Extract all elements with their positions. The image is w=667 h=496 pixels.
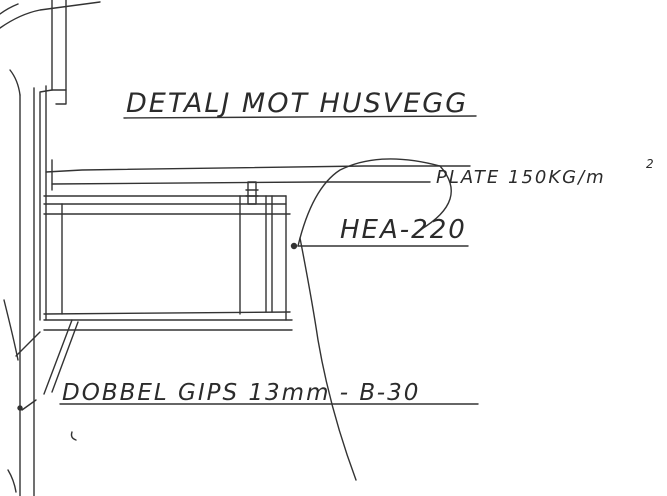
house-wall	[3, 69, 35, 496]
drawing-title: DETALJ MOT HUSVEGG	[126, 88, 468, 119]
bolt	[245, 181, 259, 205]
plate-load-label: 150KG/m	[508, 167, 606, 188]
plate-load-exponent: 2	[646, 157, 656, 171]
wall-post	[0, 0, 101, 321]
bracing	[15, 319, 79, 395]
lining-label: DOBBEL GIPS 13mm - B-30	[62, 380, 420, 406]
beam-label: HEA-220	[340, 215, 467, 245]
slab	[45, 159, 471, 191]
plate-label: PLATE	[436, 167, 500, 188]
hea-220-beam	[43, 195, 293, 331]
leader-lines	[21, 115, 479, 481]
